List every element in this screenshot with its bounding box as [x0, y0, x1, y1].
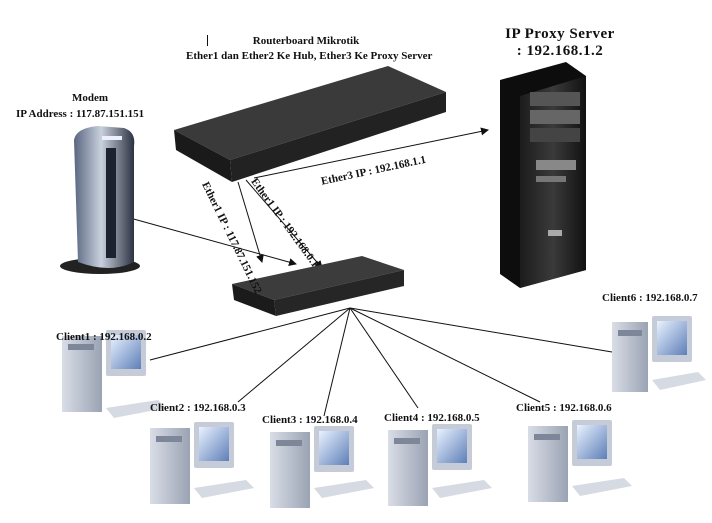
proxy-server-tower — [500, 62, 586, 288]
client6-label: Client6 : 192.168.0.7 — [602, 292, 698, 304]
proxy-title: IP Proxy Server — [505, 26, 615, 42]
client2-label: Client2 : 192.168.0.3 — [150, 402, 246, 414]
client-pc-6 — [612, 316, 706, 392]
hub-to-client4-line — [349, 307, 419, 409]
client4-label: Client4 : 192.168.0.5 — [384, 412, 480, 424]
modem-title: Modem — [71, 92, 109, 104]
connections — [129, 127, 613, 417]
router-subtitle: Ether1 dan Ether2 Ke Hub, Ether3 Ke Prox… — [186, 50, 433, 62]
hub-device — [232, 256, 404, 316]
ether3-line — [253, 127, 489, 179]
proxy-ip: : 192.168.1.2 — [516, 43, 604, 59]
hub-to-client3-line — [323, 307, 351, 417]
client-pc-1 — [62, 330, 166, 418]
router-device — [174, 66, 446, 182]
client5-label: Client5 : 192.168.0.6 — [516, 402, 612, 414]
client1-label: Client1 : 192.168.0.2 — [56, 331, 152, 343]
client3-label: Client3 : 192.168.0.4 — [262, 414, 358, 426]
hub-to-client6-line — [349, 307, 613, 353]
hub-to-client2-line — [237, 307, 351, 403]
modem-to-hub-line — [129, 217, 297, 266]
client-pc-4 — [388, 424, 492, 506]
client-pc-2 — [150, 422, 254, 504]
ether1-line — [237, 181, 264, 263]
ether2-line — [245, 179, 323, 269]
modem-device — [60, 126, 140, 274]
hub-to-client1-line — [149, 307, 351, 361]
modem-ip: IP Address : 117.87.151.151 — [16, 108, 145, 120]
router-title: Routerboard Mikrotik — [252, 35, 360, 47]
hub-to-client5-line — [349, 307, 541, 403]
router-marker — [207, 35, 208, 46]
client-pc-5 — [528, 420, 632, 502]
client-pc-3 — [270, 426, 374, 508]
